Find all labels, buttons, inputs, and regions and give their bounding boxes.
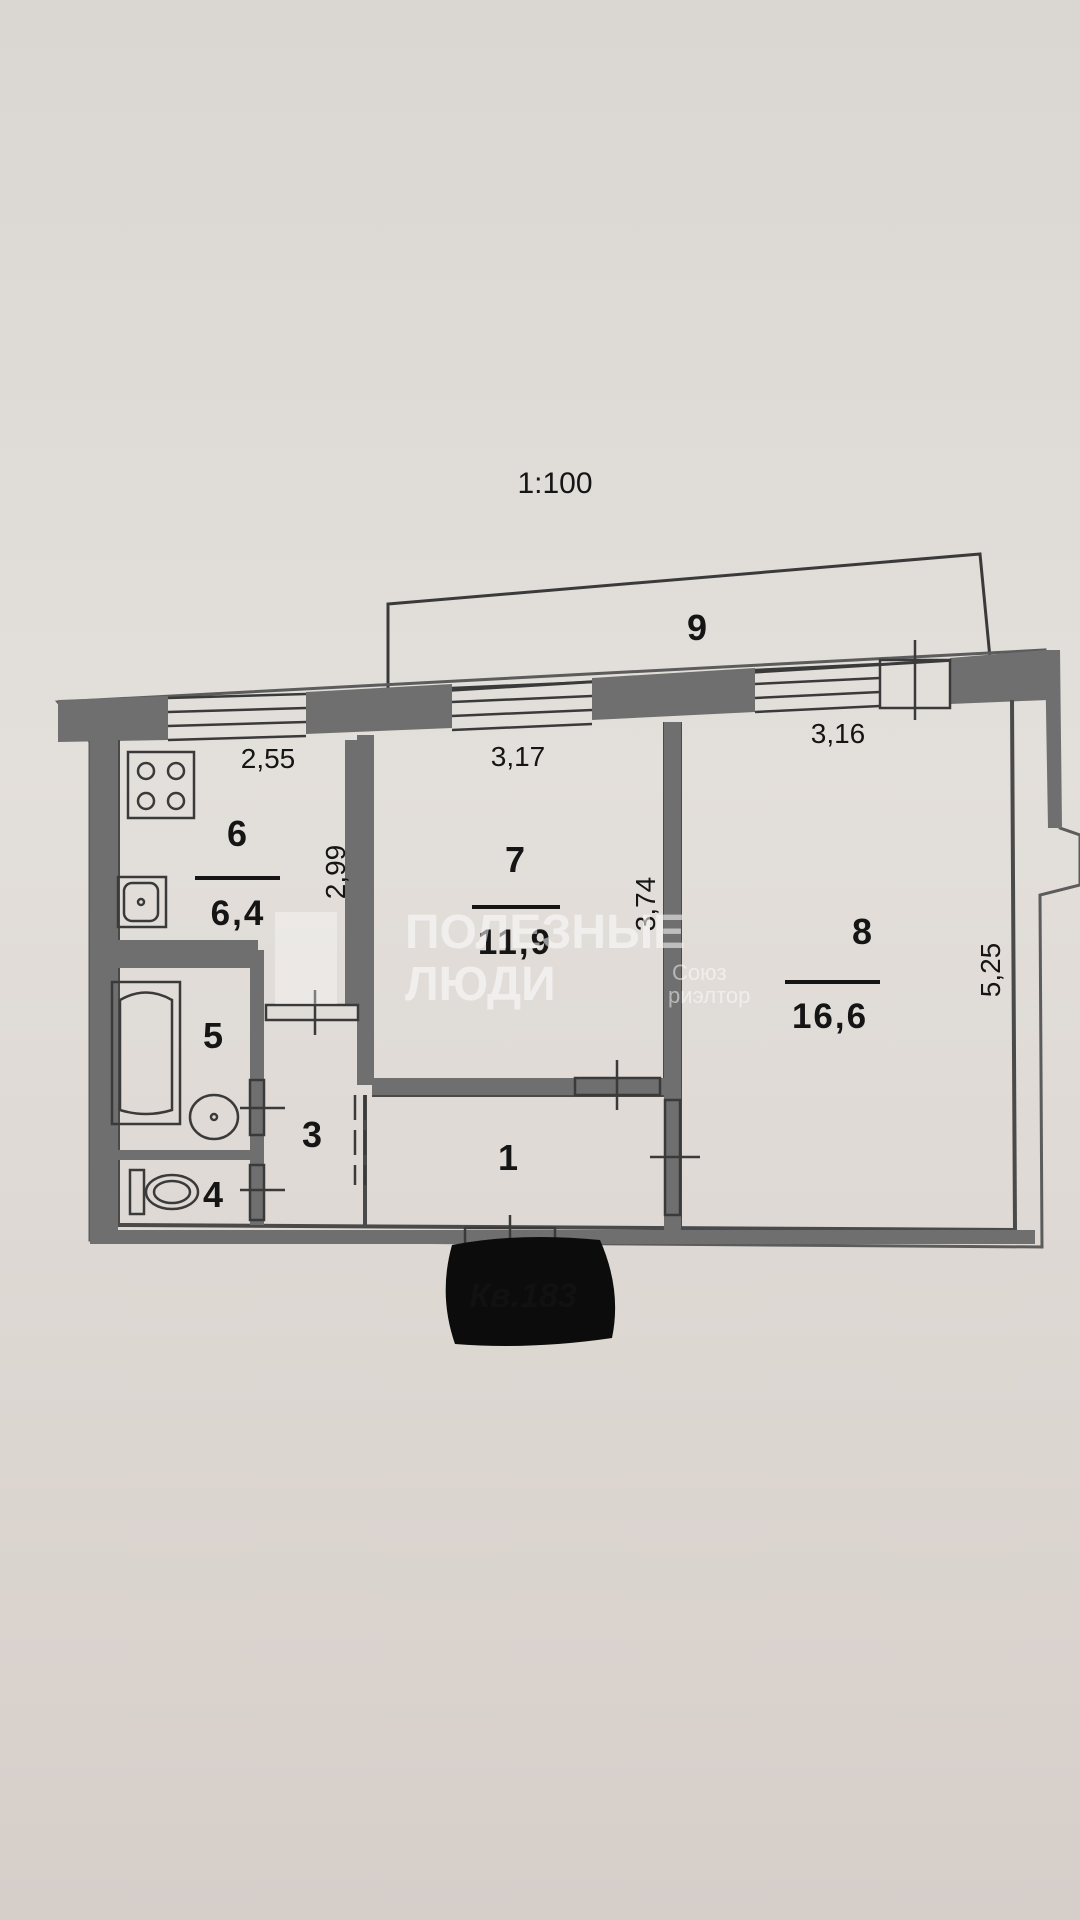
room-7-number: 7: [505, 839, 525, 880]
watermark-line1: ПОЛЕЗНЫЕ: [405, 906, 685, 959]
room-8-area: 16,6: [792, 997, 868, 1036]
doors: [240, 990, 700, 1260]
dim-room7-length: 3,74: [630, 877, 661, 932]
watermark-small1: Союз: [672, 960, 727, 985]
room-6-number: 6: [227, 813, 247, 854]
room-8-number: 8: [852, 911, 872, 952]
bathtub-icon: [110, 980, 182, 1126]
room-3-number: 3: [302, 1114, 322, 1155]
room-1-number: 1: [498, 1137, 518, 1178]
room-9-number: 9: [687, 607, 707, 648]
scale-label: 1:100: [517, 467, 592, 500]
room-4-number: 4: [203, 1174, 223, 1215]
toilet-icon: [128, 1168, 200, 1216]
room-5-number: 5: [203, 1015, 223, 1056]
room-6-area: 6,4: [211, 894, 266, 933]
watermark-line2: ЛЮДИ: [405, 958, 556, 1011]
stove-icon: [126, 750, 196, 820]
room-7-area: 11,9: [478, 923, 552, 962]
facade-walls: [58, 650, 1062, 828]
watermark-logo: [275, 912, 337, 1004]
dim-kitchen-length: 2,99: [320, 845, 351, 900]
dim-room7-width: 3,17: [491, 741, 546, 772]
dim-room8-width: 3,16: [811, 718, 866, 749]
dim-kitchen-width: 2,55: [241, 743, 296, 774]
flat-number-label: Кв.183: [469, 1277, 577, 1315]
flat-label-patch: [445, 1236, 616, 1346]
wash-basin-icon: [188, 1093, 240, 1141]
kitchen-sink-icon: [116, 875, 168, 929]
partition-walls: [90, 722, 1035, 1244]
windows: [167, 640, 952, 742]
dim-room8-length: 5,25: [975, 943, 1006, 998]
watermark-small2: риэлтор: [668, 983, 750, 1008]
